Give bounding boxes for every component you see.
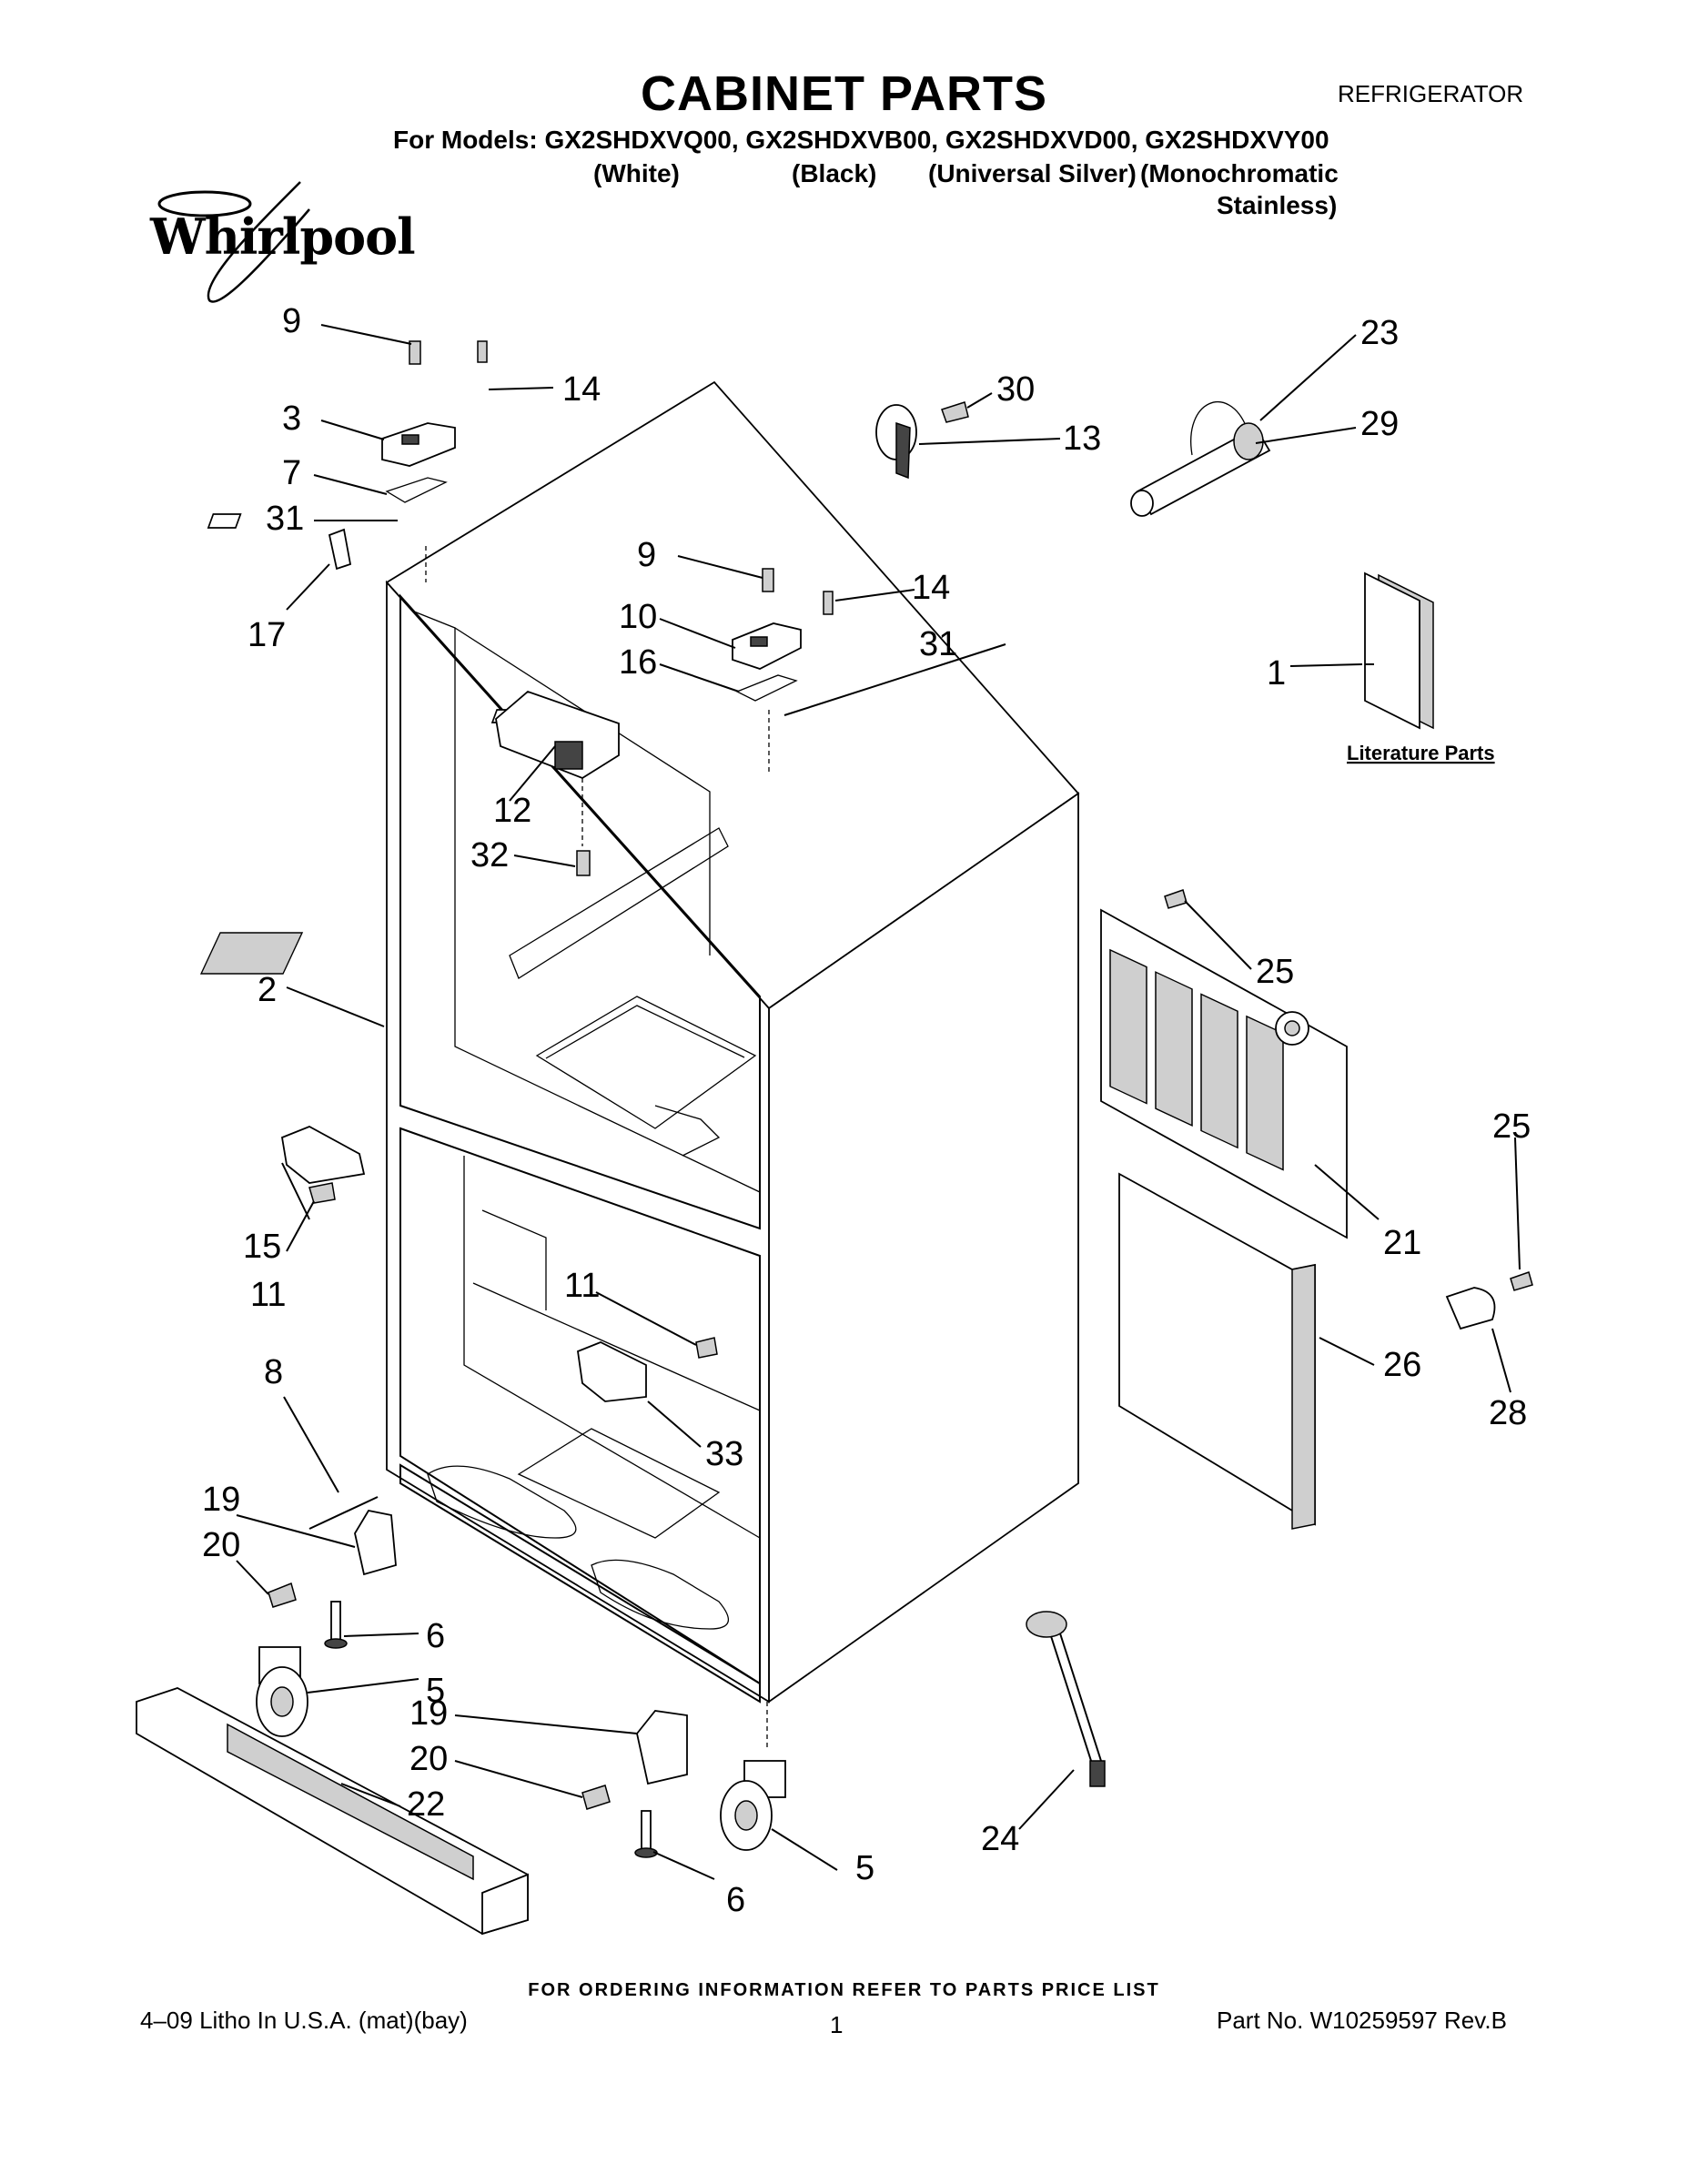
callout-19-center: 19 <box>409 1694 448 1733</box>
callout-28: 28 <box>1489 1394 1527 1432</box>
litho-line: 4–09 Litho In U.S.A. (mat)(bay) <box>140 2007 468 2034</box>
ordering-info: FOR ORDERING INFORMATION REFER TO PARTS … <box>528 1980 1160 2000</box>
callout-30: 30 <box>996 370 1035 409</box>
part-28-clip <box>1445 1287 1496 1330</box>
part-25-screw-2 <box>1510 1271 1533 1291</box>
left-leveling-assembly <box>256 1496 397 1737</box>
callout-16: 16 <box>619 643 657 682</box>
callout-20-left: 20 <box>202 1526 240 1564</box>
logo-swoosh-top <box>157 190 252 217</box>
part-33-bracket <box>577 1341 647 1402</box>
part-25-screw <box>1164 889 1188 909</box>
part-21-grille <box>1100 908 1348 1239</box>
callout-33: 33 <box>705 1435 743 1473</box>
top-left-hinge <box>207 340 488 529</box>
variant-black: (Black) <box>792 159 877 187</box>
part-22-toe-grille <box>136 1687 529 1936</box>
vent-grid <box>199 932 304 975</box>
callout-32: 32 <box>470 836 509 875</box>
callout-9-center: 9 <box>637 536 656 574</box>
callout-24: 24 <box>981 1820 1019 1858</box>
callout-13: 13 <box>1063 420 1101 458</box>
callout-11-center: 11 <box>564 1267 600 1305</box>
callout-15: 15 <box>243 1228 281 1266</box>
callout-3: 3 <box>282 399 301 438</box>
callout-6-left: 6 <box>426 1617 445 1655</box>
literature-parts-label: Literature Parts <box>1347 742 1495 764</box>
right-leveling-assembly <box>581 1710 786 1858</box>
models-line: For Models: GX2SHDXVQ00, GX2SHDXVB00, GX… <box>393 126 1329 154</box>
callout-23: 23 <box>1360 314 1399 352</box>
callout-labels: 1 2 3 5 5 6 6 7 8 9 9 10 11 11 12 13 14 … <box>202 302 1531 1919</box>
callout-21: 21 <box>1383 1224 1421 1262</box>
callout-7: 7 <box>282 454 301 492</box>
callout-26: 26 <box>1383 1346 1421 1384</box>
part-15-hinge <box>280 1126 366 1184</box>
callout-31-left: 31 <box>266 500 304 538</box>
part-number: Part No. W10259597 Rev.B <box>1217 2007 1507 2034</box>
callout-8: 8 <box>264 1353 283 1391</box>
variant-monochromatic: (Monochromatic <box>1140 159 1339 187</box>
callout-6-right: 6 <box>726 1881 745 1919</box>
variant-universal-silver: (Universal Silver) <box>928 159 1137 187</box>
part-17-clip <box>328 528 352 571</box>
callout-14-left: 14 <box>562 370 601 409</box>
part-24-wand <box>1026 1611 1106 1787</box>
leader-lines <box>236 324 1521 1880</box>
callout-9-left: 9 <box>282 302 301 340</box>
brand-logo <box>157 181 310 303</box>
callout-10: 10 <box>619 598 657 636</box>
page-number: 1 <box>830 2011 844 2038</box>
callout-17: 17 <box>248 616 286 654</box>
callout-31-center: 31 <box>919 625 957 663</box>
brand-wordmark: Whirlpool <box>150 207 416 266</box>
cabinet-body <box>199 380 1080 1747</box>
callout-2: 2 <box>258 971 277 1009</box>
part-13-bracket <box>875 401 969 480</box>
callout-5-right: 5 <box>855 1849 874 1887</box>
callout-25-grille: 25 <box>1256 953 1294 991</box>
appliance-category: REFRIGERATOR <box>1338 80 1524 107</box>
callout-14-center: 14 <box>912 569 950 607</box>
exploded-parts-diagram: 1 2 3 5 5 6 6 7 8 9 9 10 11 11 12 13 14 … <box>136 302 1533 1936</box>
callout-29: 29 <box>1360 405 1399 443</box>
callout-25-clip: 25 <box>1492 1107 1531 1146</box>
callout-22: 22 <box>407 1785 445 1824</box>
part-26-panel <box>1118 1172 1316 1526</box>
part-29-tube <box>1130 401 1271 517</box>
callout-5-left: 5 <box>426 1672 445 1710</box>
callout-1: 1 <box>1267 654 1286 693</box>
variant-stainless: Stainless) <box>1217 191 1338 219</box>
page-title: CABINET PARTS <box>640 66 1047 121</box>
callout-12: 12 <box>493 792 531 830</box>
part-12-bracket <box>495 690 620 876</box>
logo-swoosh-loop <box>207 181 310 303</box>
callout-11-left: 11 <box>250 1276 286 1314</box>
variant-white: (White) <box>593 159 680 187</box>
callout-19-left: 19 <box>202 1481 240 1519</box>
callout-20-center: 20 <box>409 1740 448 1778</box>
